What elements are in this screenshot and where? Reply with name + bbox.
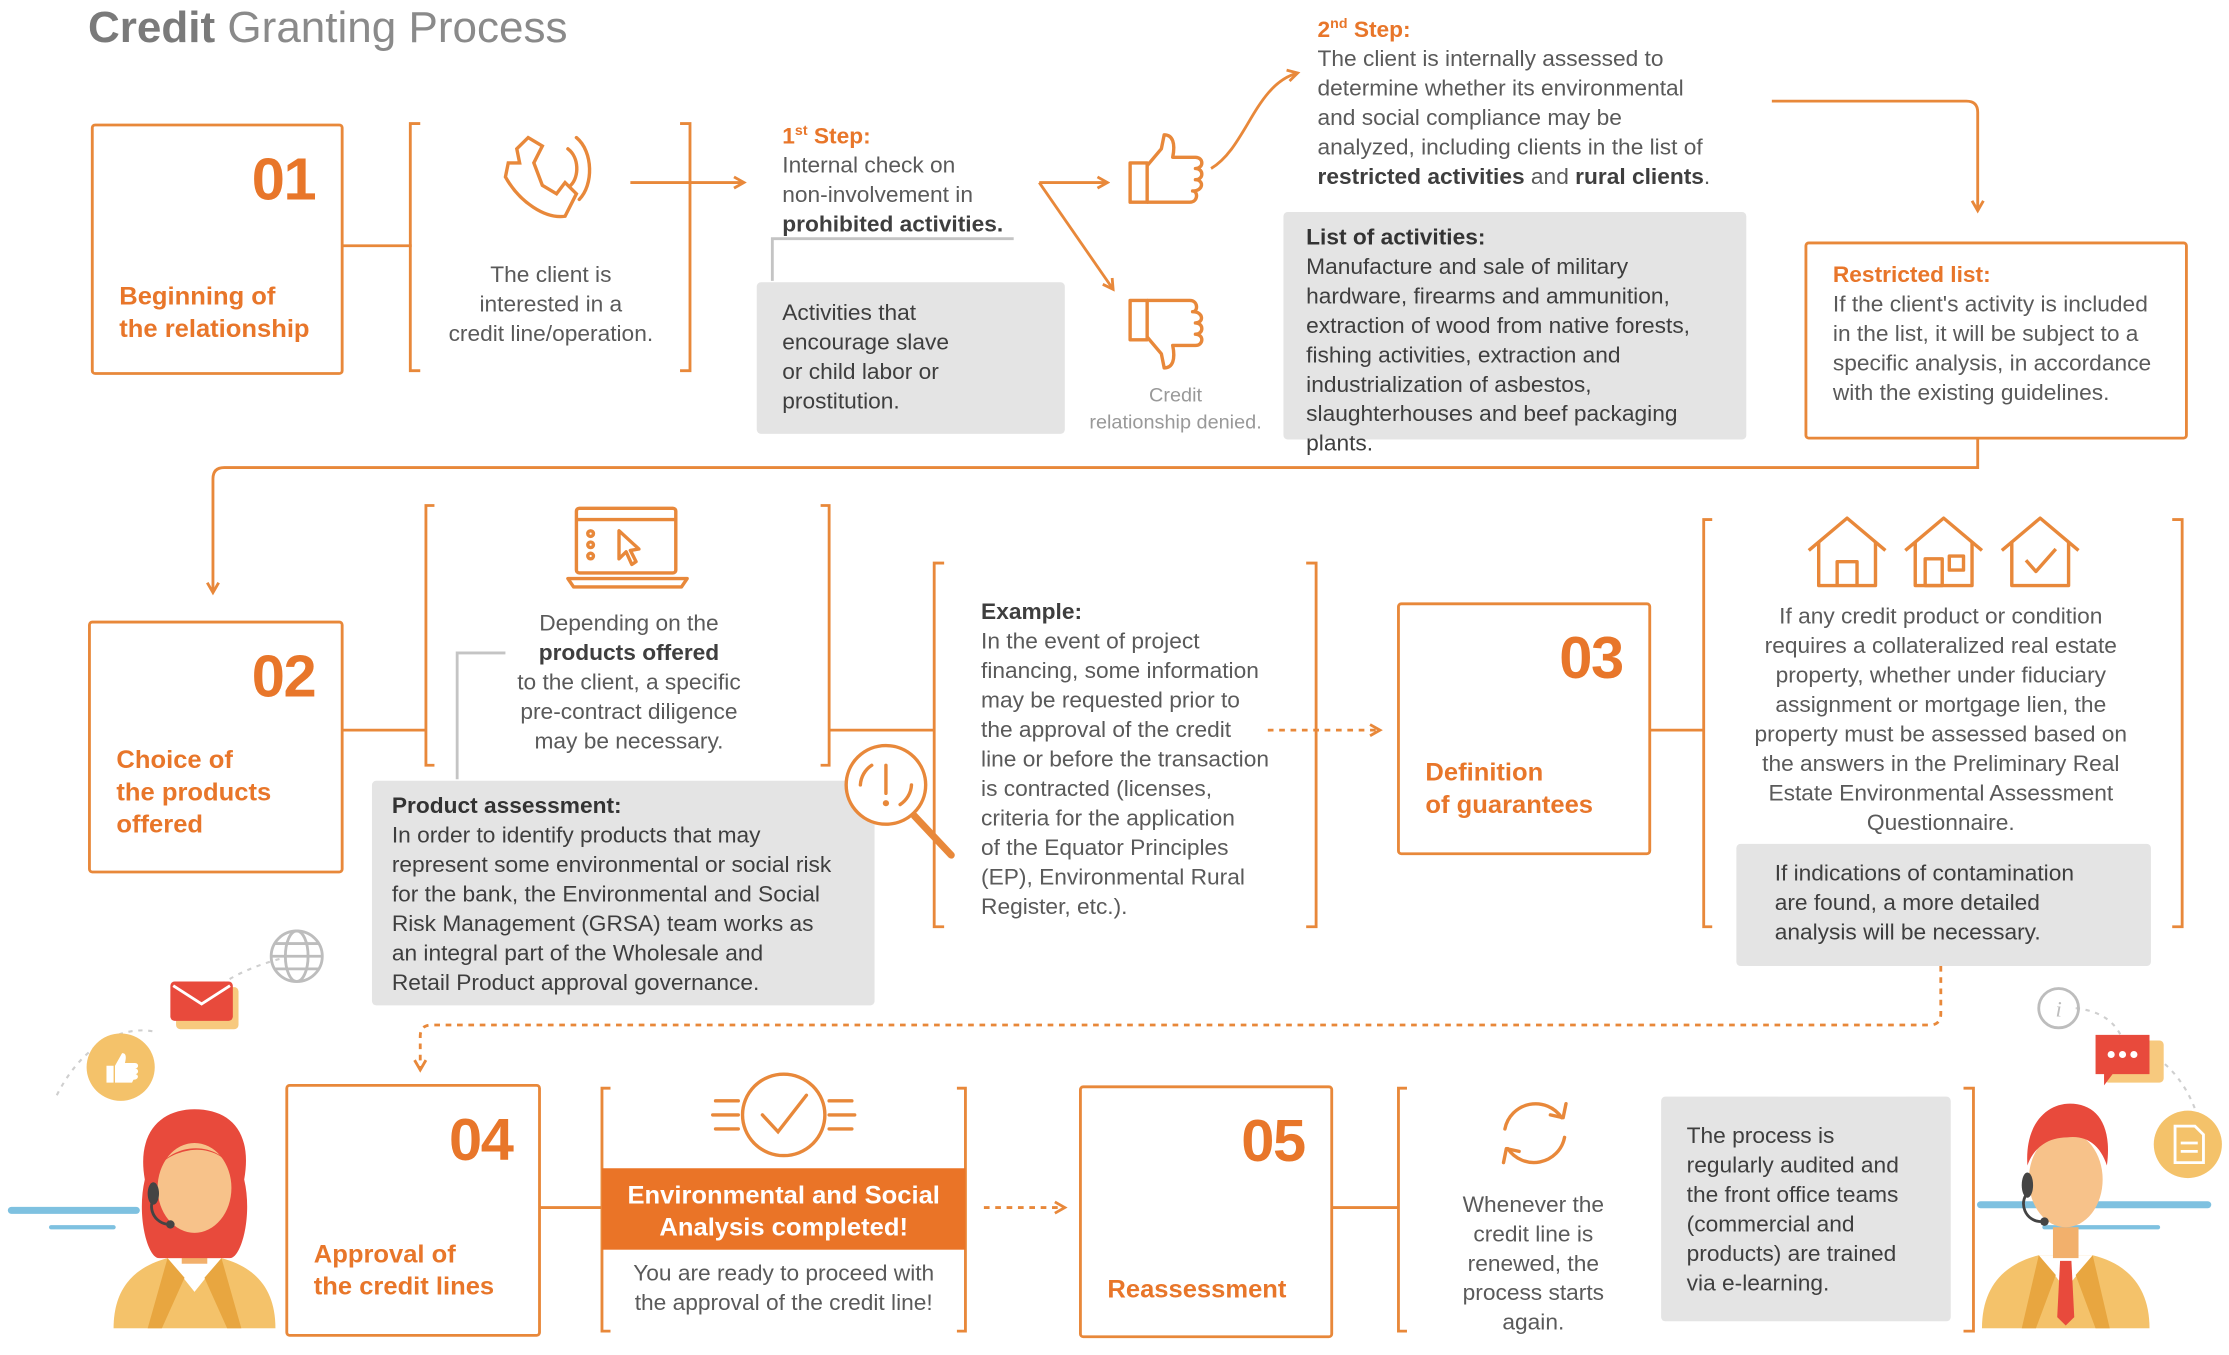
restricted-list-box: Restricted list: If the client's activit… — [1804, 241, 2188, 440]
laptop-icon — [566, 506, 689, 589]
man-avatar — [1981, 1103, 2150, 1329]
stage-label: Reassessment — [1107, 1274, 1287, 1304]
document-icon — [2153, 1110, 2222, 1179]
thumbs-down-icon — [1128, 298, 1204, 370]
stage-number: 03 — [1559, 624, 1624, 691]
step2-text: 2nd Step: The client is internally asses… — [1318, 10, 1744, 193]
list-of-activities-box: List of activities: Manufacture and sale… — [1283, 212, 1747, 456]
checkmark-circle-icon — [711, 1072, 857, 1158]
thumbs-up-icon — [1128, 133, 1204, 204]
house-icon — [1904, 516, 1984, 588]
page-title: Credit Granting Process — [88, 2, 568, 52]
like-icon — [86, 1033, 155, 1101]
svg-text:i: i — [2055, 997, 2061, 1022]
house-icon — [1807, 516, 1887, 588]
phone-icon — [503, 135, 592, 219]
restricted-list-text: Restricted list: If the client's activit… — [1832, 263, 2152, 406]
product-assessment-box: Product assessment: In order to identify… — [371, 780, 875, 1006]
stage-number: 01 — [251, 146, 317, 213]
stage-number: 02 — [251, 643, 317, 710]
step2-heading: 2nd Step: — [1317, 16, 1411, 43]
stage-number: 05 — [1241, 1107, 1306, 1174]
magnifier-alert-icon — [844, 743, 955, 859]
chat-icon — [2095, 1034, 2164, 1086]
info-icon: i — [2037, 987, 2080, 1030]
house-check-icon — [2000, 516, 2080, 588]
woman-avatar — [113, 1109, 276, 1329]
stage-number: 04 — [449, 1106, 514, 1173]
step1-heading: 1st Step: — [782, 123, 871, 150]
stage-05-box: 05 Reassessment — [1079, 1085, 1334, 1339]
mail-icon — [170, 981, 239, 1030]
globe-icon — [269, 929, 324, 983]
refresh-icon — [1501, 1101, 1568, 1165]
